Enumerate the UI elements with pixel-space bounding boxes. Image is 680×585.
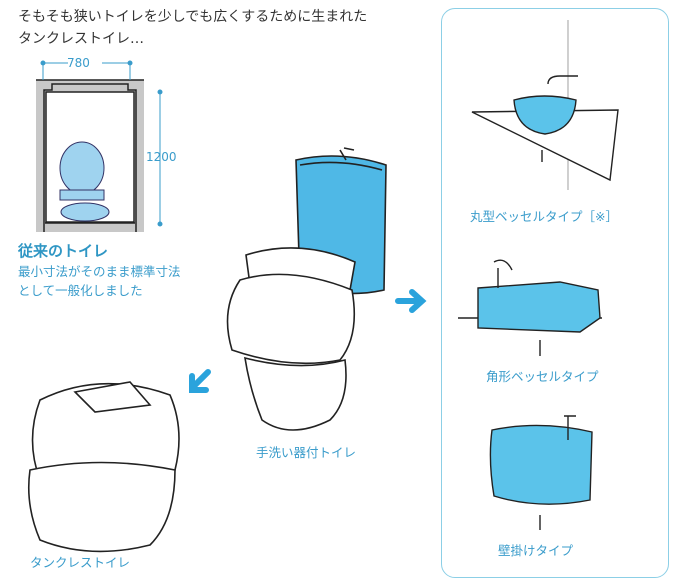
sink-type-label: 壁掛けタイプ — [498, 543, 574, 558]
desc-line: 最小寸法がそのまま標準寸法 — [18, 264, 181, 279]
hand-wash-toilet — [226, 147, 387, 431]
dimension-lines — [40, 60, 163, 227]
tankless-label: タンクレストイレ — [30, 555, 131, 570]
conventional-heading: 従来のトイレ — [18, 242, 109, 260]
tankless-toilet — [27, 381, 180, 553]
desc-line: として一般化しました — [18, 283, 143, 298]
sink-type-label: 丸型ベッセルタイプ［※］ — [470, 209, 618, 224]
wall-hung-sink — [489, 415, 593, 530]
width-dimension: 780 — [67, 56, 90, 70]
conventional-desc: 最小寸法がそのまま標準寸法 として一般化しました — [18, 262, 181, 300]
title: そもそも狭いトイレを少しでも広くするために生まれた タンクレストイレ… — [18, 6, 367, 50]
title-line: タンクレストイレ… — [18, 31, 144, 47]
sink-type-label: 角形ベッセルタイプ — [486, 369, 599, 384]
depth-dimension: 1200 — [146, 150, 177, 164]
sink-types-panel — [441, 8, 669, 578]
square-vessel-sink — [458, 259, 602, 356]
arrow-icon — [189, 289, 427, 393]
round-vessel-sink — [471, 20, 619, 190]
title-line: そもそも狭いトイレを少しでも広くするために生まれた — [18, 9, 368, 25]
floor-plan — [36, 79, 144, 232]
hand-wash-label: 手洗い器付トイレ — [256, 445, 357, 460]
